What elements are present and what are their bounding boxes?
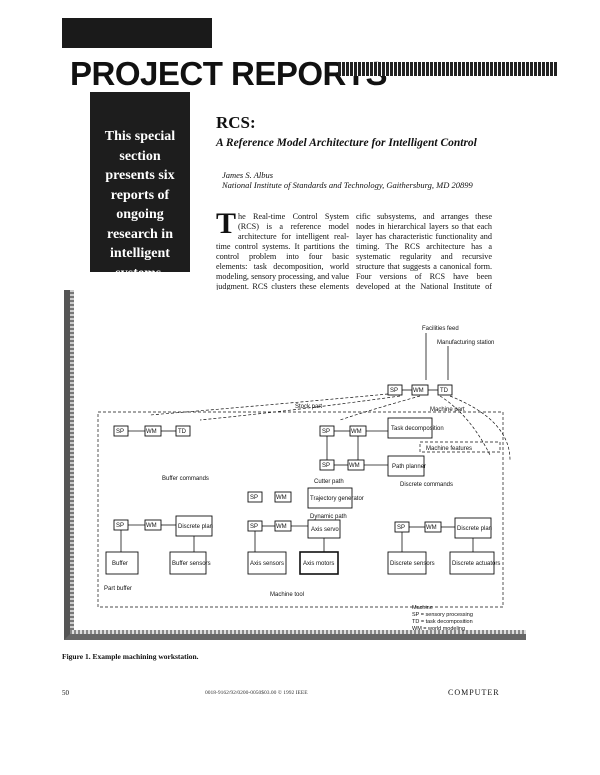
- label-discrete-actuators: Discrete actuators: [452, 561, 500, 567]
- sidebar-line: This special: [104, 129, 176, 144]
- legend-td: TD = task decomposition: [412, 619, 473, 625]
- label-cutter-path: Cutter path: [314, 479, 344, 485]
- label-mfg: Manufacturing station: [437, 340, 494, 346]
- sidebar-line: presents six: [105, 168, 175, 183]
- section-header: PROJECT REPORTS: [70, 55, 388, 92]
- article-author: James S. Albus: [222, 170, 274, 180]
- label-facilities: Facilities feed: [422, 326, 459, 332]
- traj-sp: SP: [250, 495, 258, 501]
- body-column-2: cific subsystems, and arranges these nod…: [356, 212, 492, 302]
- body-text: cific subsystems, and arranges these nod…: [356, 212, 492, 301]
- servo-wm: WM: [276, 524, 287, 530]
- machine-wm: WM: [351, 429, 362, 435]
- sidebar-line: intelligent: [110, 246, 170, 261]
- article-title: RCS:: [216, 113, 256, 132]
- sidebar-callout: This special section presents six report…: [90, 92, 190, 281]
- label-part-buffer: Part buffer: [104, 586, 132, 592]
- sidebar-line: ongoing: [116, 207, 164, 222]
- figure-caption: Figure 1. Example machining workstation.: [62, 652, 199, 661]
- axis-motors-box: [299, 551, 339, 575]
- path-wm: WM: [349, 463, 360, 469]
- trajectory-box: [307, 487, 353, 509]
- sidebar-line: reports of: [110, 187, 170, 203]
- buf-low-wm: WM: [146, 523, 157, 529]
- discrete-actuators-box: [449, 551, 495, 575]
- label-discrete-plan: Discrete plan: [178, 524, 213, 530]
- label-path-planner: Path planner: [392, 464, 426, 470]
- path-planner-box: [387, 455, 425, 477]
- top-sp: SP: [390, 388, 398, 394]
- buffer-sensors-box: [169, 551, 207, 575]
- discrete-sensors-box: [387, 551, 427, 575]
- machine-sp: SP: [322, 429, 330, 435]
- label-buffer: Buffer: [112, 561, 128, 567]
- label-discrete-commands: Discrete commands: [400, 482, 453, 488]
- header-rule-decoration: [338, 62, 558, 76]
- top-wm: WM: [413, 388, 424, 394]
- sidebar-line: section: [119, 148, 161, 164]
- scan-edge: [70, 630, 526, 634]
- path-sp: SP: [322, 463, 330, 469]
- buffer-wm: WM: [146, 429, 157, 435]
- buffer-td: TD: [178, 429, 187, 435]
- legend-sp: SP = sensory processing: [412, 612, 473, 618]
- scan-edge: [70, 290, 74, 634]
- buf-low-sp: SP: [116, 523, 124, 529]
- sidebar-line: research in: [107, 226, 173, 242]
- page-number: 50: [62, 689, 69, 697]
- copyright-line: 0018-9162/92/0200-0050$03.00 © 1992 IEEE: [205, 690, 308, 696]
- label-stock: Stock part: [295, 404, 322, 410]
- buffer-box: [105, 551, 139, 575]
- label-machine-part: Machine part: [430, 407, 465, 413]
- legend-title: Machine: [412, 605, 433, 611]
- axis-sensors-box: [247, 551, 287, 575]
- label-machine-features: Machine features: [426, 446, 472, 452]
- label-discrete-sensors: Discrete sensors: [390, 561, 435, 567]
- article-subtitle: A Reference Model Architecture for Intel…: [216, 137, 477, 149]
- servo-sp: SP: [250, 524, 258, 530]
- label-discrete-plan-2: Discrete plan: [457, 526, 492, 532]
- label-dynamic-path: Dynamic path: [310, 514, 347, 520]
- traj-wm-box: [274, 491, 292, 503]
- article-affiliation: National Institute of Standards and Tech…: [222, 180, 473, 190]
- journal-name: COMPUTER: [448, 688, 500, 697]
- label-axis-sensors: Axis sensors: [250, 561, 284, 567]
- traj-wm: WM: [276, 495, 287, 501]
- rcs-architecture-diagram: Facilities feed Manufacturing station SP…: [97, 326, 511, 608]
- label-axis-servo: Axis servo: [311, 527, 339, 533]
- drop-cap: T: [216, 207, 237, 240]
- label-buffer-sensors: Buffer sensors: [172, 561, 211, 567]
- label-trajectory: Trajectory generator: [310, 496, 364, 502]
- label-task-decomp: Task decomposition: [391, 426, 444, 432]
- header-top-bar: [62, 18, 212, 48]
- disc-wm: WM: [426, 525, 437, 531]
- label-buffer-commands: Buffer commands: [162, 476, 209, 482]
- label-axis-motors: Axis motors: [303, 561, 334, 567]
- figure-legend: Machine SP = sensory processing TD = tas…: [412, 605, 473, 633]
- top-td: TD: [440, 388, 449, 394]
- disc-sp: SP: [397, 525, 405, 531]
- buffer-sp: SP: [116, 429, 124, 435]
- legend-wm: WM = world modeling: [412, 626, 466, 632]
- traj-sp-box: [247, 491, 263, 503]
- figure-frame: [64, 290, 526, 640]
- label-machine-tool: Machine tool: [270, 592, 304, 598]
- sidebar-line: systems.: [115, 265, 165, 281]
- task-decomp-box: [387, 417, 433, 439]
